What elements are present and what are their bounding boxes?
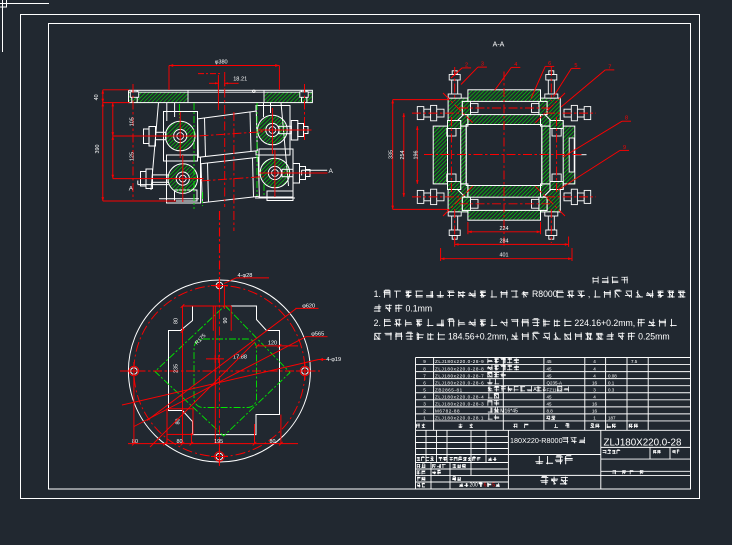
svg-text:3: 3 [423, 402, 426, 407]
svg-text:ZLJ180x220.0-28-3: ZLJ180x220.0-28-3 [435, 402, 484, 407]
svg-text:8: 8 [423, 366, 426, 371]
svg-text:105: 105 [129, 117, 135, 126]
svg-text:224: 224 [500, 226, 509, 232]
svg-text:8: 8 [625, 116, 628, 122]
svg-text:ZLJ180x220.0-28-6: ZLJ180x220.0-28-6 [435, 380, 484, 385]
svg-text:4: 4 [593, 394, 596, 399]
svg-text:3: 3 [481, 62, 484, 68]
svg-text:9: 9 [423, 359, 426, 364]
svg-text:235: 235 [174, 364, 180, 373]
svg-text:A: A [533, 387, 537, 393]
svg-text:80: 80 [176, 419, 182, 425]
svg-text:7: 7 [608, 64, 611, 70]
svg-text:18.21: 18.21 [233, 77, 247, 83]
svg-text:16: 16 [592, 380, 598, 385]
svg-text:187: 187 [608, 416, 616, 421]
svg-text:ZB2865-81: ZB2865-81 [435, 387, 463, 392]
svg-text:4-φ19: 4-φ19 [326, 357, 341, 363]
svg-text:45: 45 [547, 394, 553, 399]
svg-text:ZLJ180X220.0-28: ZLJ180X220.0-28 [604, 437, 682, 448]
svg-text:A: A [329, 168, 334, 175]
svg-text:120: 120 [268, 340, 277, 346]
svg-text:180X220-R8000: 180X220-R8000 [510, 436, 563, 445]
svg-text:R8000: R8000 [532, 289, 558, 299]
svg-text:90: 90 [223, 318, 229, 324]
svg-text:0.1: 0.1 [608, 380, 615, 385]
svg-text:401: 401 [500, 253, 509, 259]
svg-text:4: 4 [593, 359, 596, 364]
svg-text:4: 4 [593, 366, 596, 371]
svg-text:2.: 2. [374, 318, 381, 328]
svg-text:5: 5 [492, 483, 495, 489]
svg-text:4: 4 [514, 62, 517, 68]
svg-text:2: 2 [465, 62, 468, 68]
svg-text:&: & [543, 387, 547, 393]
svg-text:224.16+0.2mm,: 224.16+0.2mm, [574, 318, 635, 328]
svg-text:0.1mm: 0.1mm [405, 303, 432, 313]
svg-text:80: 80 [270, 439, 276, 445]
svg-text:200: 200 [470, 483, 479, 489]
svg-text:FZ1182: FZ1182 [547, 387, 563, 392]
svg-text:184.56+0.2mm,: 184.56+0.2mm, [448, 331, 509, 341]
svg-text:80: 80 [177, 439, 183, 445]
svg-text:0.08: 0.08 [608, 373, 617, 378]
svg-text:1: 1 [593, 416, 596, 421]
svg-text:5: 5 [574, 63, 577, 69]
svg-text:M16*45: M16*45 [500, 408, 518, 414]
svg-text:ZLJ180x220.0-28.1: ZLJ180x220.0-28.1 [435, 416, 484, 421]
svg-text:196: 196 [413, 151, 419, 160]
svg-text:3: 3 [593, 387, 596, 392]
svg-text:8.8: 8.8 [547, 409, 554, 414]
svg-text:80: 80 [174, 318, 180, 324]
svg-text:390: 390 [95, 145, 101, 154]
svg-text:195: 195 [214, 439, 223, 445]
svg-text:45: 45 [547, 359, 553, 364]
svg-text:45: 45 [547, 366, 553, 371]
svg-text:284: 284 [500, 238, 509, 244]
svg-text:φ380: φ380 [215, 59, 228, 65]
svg-text:M6782-88: M6782-88 [435, 409, 460, 414]
svg-text:4: 4 [593, 373, 596, 378]
svg-text:φ620: φ620 [302, 303, 315, 309]
svg-text:ZLJ180x220.0-28-7: ZLJ180x220.0-28-7 [435, 373, 484, 378]
svg-text:125: 125 [129, 152, 135, 161]
svg-text:16: 16 [592, 402, 598, 407]
svg-text:ZLJ180x220.0-28-4: ZLJ180x220.0-28-4 [435, 394, 484, 399]
svg-text:2: 2 [423, 409, 426, 414]
svg-text:80: 80 [132, 439, 138, 445]
svg-text:0.3: 0.3 [608, 387, 615, 392]
svg-text:6: 6 [484, 483, 487, 489]
svg-text:6: 6 [548, 61, 551, 67]
svg-text:16: 16 [592, 409, 598, 414]
svg-text:0.25mm: 0.25mm [638, 331, 670, 341]
svg-text:335: 335 [389, 150, 395, 159]
svg-text:9: 9 [623, 145, 626, 151]
svg-text:φ565: φ565 [311, 332, 324, 338]
svg-text:5: 5 [423, 387, 426, 392]
svg-text:254: 254 [400, 151, 406, 160]
svg-text:4: 4 [423, 394, 426, 399]
svg-text:,: , [588, 289, 590, 299]
svg-text:6: 6 [423, 380, 426, 385]
svg-text:45: 45 [547, 402, 553, 407]
svg-text:ZLJ180x220.0-28-9: ZLJ180x220.0-28-9 [435, 359, 484, 364]
svg-text:7: 7 [423, 373, 426, 378]
svg-text:ZLJ180x220.0-28-8: ZLJ180x220.0-28-8 [435, 366, 484, 371]
svg-text:7.5: 7.5 [631, 359, 638, 364]
svg-text:A-A: A-A [493, 42, 505, 49]
svg-text:4-φ28: 4-φ28 [238, 273, 253, 279]
svg-text:1.: 1. [374, 289, 381, 299]
svg-text:40: 40 [94, 94, 100, 100]
svg-text:45: 45 [547, 373, 553, 378]
svg-text:A: A [129, 185, 134, 192]
svg-text:1: 1 [423, 416, 426, 421]
svg-text:Q235-A: Q235-A [547, 380, 563, 385]
